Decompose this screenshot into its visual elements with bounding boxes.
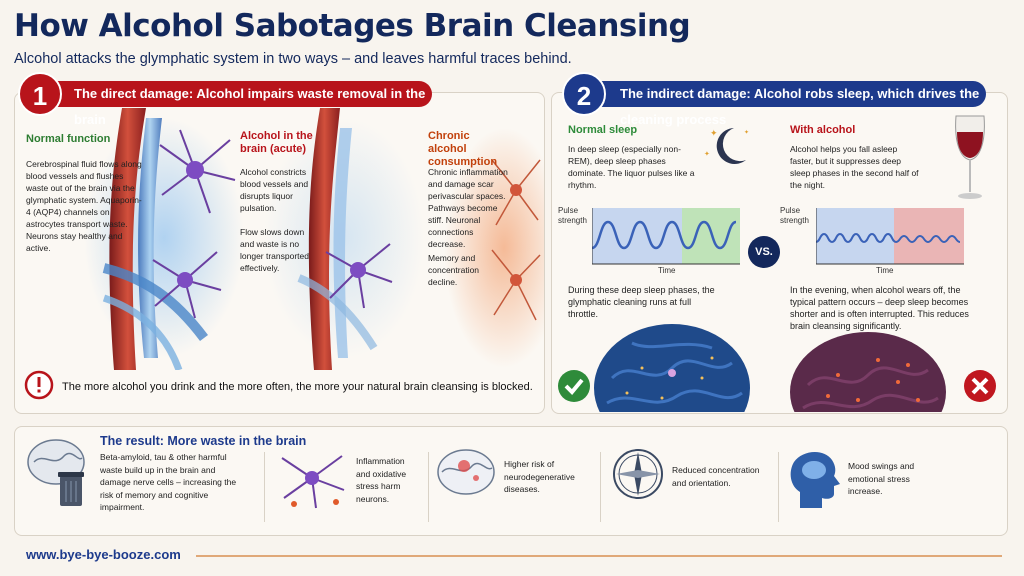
- alcohol-xlabel: Time: [876, 266, 894, 275]
- result-title: The result: More waste in the brain: [100, 434, 307, 448]
- result-panel: [14, 426, 1008, 536]
- result-item-concentration: Reduced concentration and orientation.: [672, 465, 760, 488]
- divider: [600, 452, 601, 522]
- normal-sleep-wave: [592, 208, 740, 265]
- exclamation-icon: [24, 370, 54, 400]
- svg-text:✦: ✦: [704, 150, 710, 158]
- check-icon: [558, 370, 590, 402]
- normal-sleep-text: In deep sleep (especially non-REM), deep…: [568, 144, 695, 190]
- page-title: How Alcohol Sabotages Brain Cleansing: [14, 8, 691, 44]
- section1-number: 1: [18, 72, 62, 116]
- acute-alcohol-text: Alcohol constricts blood vessels and dis…: [240, 167, 309, 213]
- neuron-icon: [159, 129, 236, 214]
- acute-alcohol-heading: Alcohol in the brain (acute): [240, 130, 313, 155]
- normal-sleep-bottom-text: During these deep sleep phases, the glym…: [568, 285, 715, 319]
- svg-text:✦: ✦: [744, 129, 749, 136]
- chronic-alcohol-heading: Chronic alcohol consumption: [428, 130, 498, 168]
- svg-text:✦: ✦: [710, 128, 718, 138]
- compass-icon: [613, 449, 663, 499]
- brain-spots-icon: [437, 449, 495, 495]
- result-item-inflammation: Inflammation and oxidative stress harm n…: [356, 456, 407, 504]
- normal-function-text: Cerebrospinal fluid flows along blood ve…: [26, 159, 142, 253]
- normal-ylabel: Pulse strength: [558, 206, 587, 225]
- wine-glass-icon: [955, 115, 985, 199]
- result-item-waste: Beta-amyloid, tau & other harmful waste …: [100, 452, 237, 512]
- divider: [778, 452, 779, 522]
- neuron-icon: [325, 243, 393, 309]
- section2-number: 2: [562, 72, 606, 116]
- inflamed-neuron-icon: [491, 159, 541, 321]
- warning-text: The more alcohol you drink and the more …: [62, 381, 533, 393]
- footer-divider: [196, 555, 1002, 557]
- damaged-brain-icon: [790, 332, 946, 412]
- section2-banner: The indirect damage: Alcohol robs sleep,…: [568, 81, 986, 127]
- normal-xlabel: Time: [658, 266, 676, 275]
- moon-icon: ✦ ✦ ✦: [704, 128, 749, 164]
- page-subtitle: Alcohol attacks the glymphatic system in…: [14, 51, 572, 67]
- head-profile-icon: [790, 451, 840, 508]
- with-alcohol-heading: With alcohol: [790, 124, 856, 136]
- acute-alcohol-text2: Flow slows down and waste is no longer t…: [240, 227, 309, 273]
- alcohol-ylabel: Pulse strength: [780, 206, 809, 225]
- result-item-neurodegenerative: Higher risk of neurodegenerative disease…: [504, 459, 575, 494]
- cross-icon: [964, 370, 996, 402]
- vessel-illustration: [84, 108, 544, 370]
- normal-function-heading: Normal function: [26, 133, 111, 145]
- result-item-mood: Mood swings and emotional stress increas…: [848, 461, 915, 496]
- healthy-brain-icon: [594, 324, 750, 412]
- chronic-alcohol-text: Chronic inflammation and damage scar per…: [428, 167, 508, 249]
- versus-badge: VS.: [748, 236, 780, 268]
- divider: [428, 452, 429, 522]
- divider: [264, 452, 265, 522]
- alcohol-sleep-wave: [816, 208, 964, 265]
- with-alcohol-text: Alcohol helps you fall asleep faster, bu…: [790, 144, 919, 190]
- neuron-icon: [281, 455, 345, 509]
- chronic-alcohol-text2: Memory and concentration decline.: [428, 253, 480, 287]
- section1-banner: The direct damage: Alcohol impairs waste…: [22, 81, 432, 127]
- neuron-icon: [152, 251, 222, 319]
- brain-trash-icon: [27, 439, 85, 506]
- normal-sleep-heading: Normal sleep: [568, 124, 638, 136]
- with-alcohol-bottom-text: In the evening, when alcohol wears off, …: [790, 285, 969, 331]
- website-link[interactable]: www.bye-bye-booze.com: [26, 547, 181, 562]
